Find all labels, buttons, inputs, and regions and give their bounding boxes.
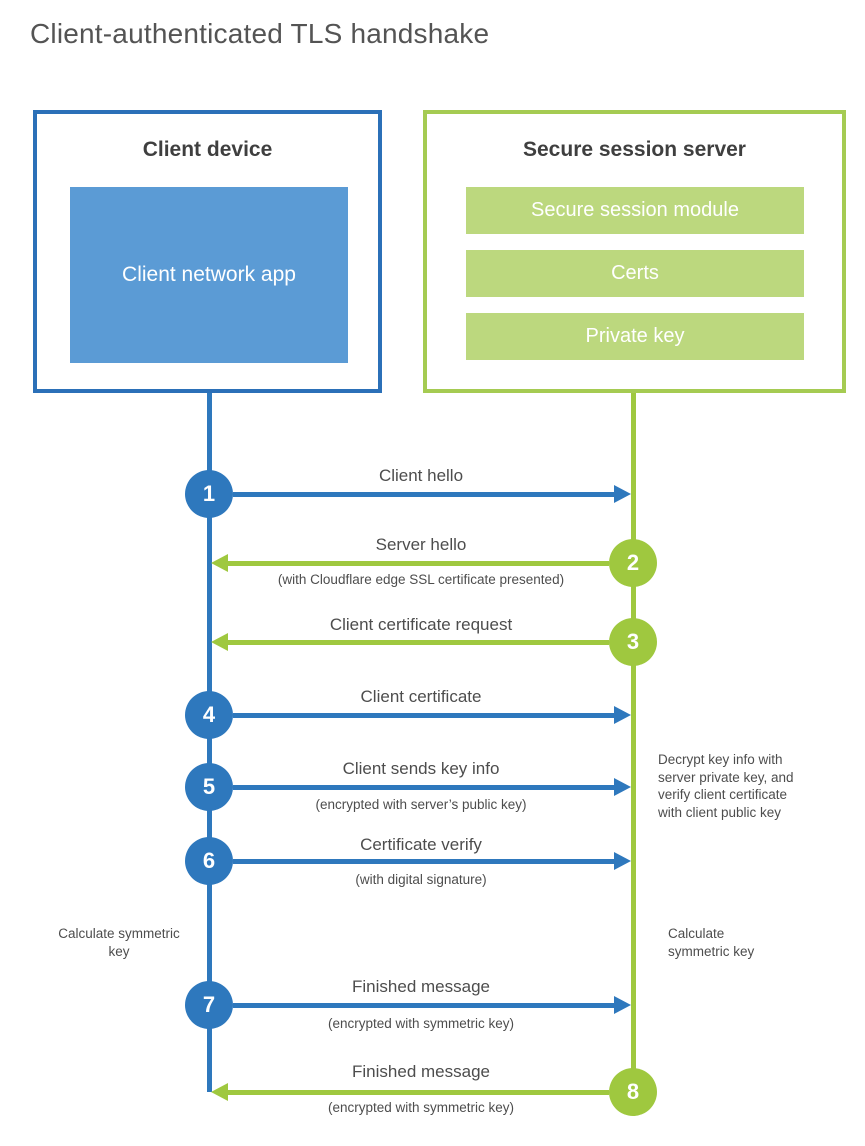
step-3-arrow [227, 640, 609, 645]
step-5-sublabel: (encrypted with server’s public key) [315, 797, 527, 812]
step-6-arrowhead-icon [614, 852, 631, 870]
step-2-badge: 2 [609, 539, 657, 587]
step-5-label: Client sends key info [342, 759, 500, 778]
page-title: Client-authenticated TLS handshake [30, 18, 490, 49]
step-8-arrowhead-icon [211, 1083, 228, 1101]
step-8-label: Finished message [352, 1062, 490, 1081]
note-decrypt-line-4: with client public key [658, 804, 782, 820]
step-2-label: Server hello [375, 535, 467, 554]
client-device-title: Client device [142, 138, 273, 161]
step-3-badge: 3 [609, 618, 657, 666]
step-1-arrowhead-icon [614, 485, 631, 503]
step-7-label: Finished message [352, 977, 490, 996]
step-8-badge: 8 [609, 1068, 657, 1116]
step-5-arrow [233, 785, 614, 790]
secure-session-server-title: Secure session server [523, 138, 746, 161]
step-5-arrowhead-icon [614, 778, 631, 796]
server-module-private-key: Private key [466, 313, 804, 360]
step-6-sublabel: (with digital signature) [355, 872, 487, 887]
server-lifeline [631, 393, 636, 1093]
step-5-badge: 5 [185, 763, 233, 811]
server-module-certs: Certs [466, 250, 804, 297]
server-module-secure-session: Secure session module [466, 187, 804, 234]
step-3-arrowhead-icon [211, 633, 228, 651]
step-7-arrowhead-icon [614, 996, 631, 1014]
note-calculate-symmetric-key-client: Calculate symmetric key [58, 926, 180, 959]
step-1-arrow [233, 492, 614, 497]
step-4-label: Client certificate [360, 687, 482, 706]
step-6-label: Certificate verify [360, 835, 482, 854]
note-decrypt-line-1: Decrypt key info with [658, 752, 783, 767]
step-4-arrow [233, 713, 614, 718]
step-6-badge: 6 [185, 837, 233, 885]
client-lifeline [207, 393, 212, 1092]
client-network-app-box: Client network app [70, 187, 348, 363]
step-4-badge: 4 [185, 691, 233, 739]
step-3-label: Client certificate request [329, 615, 513, 634]
note-decrypt-key-info: Decrypt key info with server private key… [658, 751, 838, 821]
step-7-arrow [233, 1003, 614, 1008]
step-1-badge: 1 [185, 470, 233, 518]
step-6-arrow [233, 859, 614, 864]
step-8-sublabel: (encrypted with symmetric key) [327, 1100, 515, 1115]
step-8-arrow [227, 1090, 609, 1095]
step-7-sublabel: (encrypted with symmetric key) [327, 1016, 515, 1031]
step-1-label: Client hello [378, 466, 464, 485]
step-2-arrow [227, 561, 609, 566]
step-4-arrowhead-icon [614, 706, 631, 724]
step-2-sublabel: (with Cloudflare edge SSL certificate pr… [277, 572, 565, 587]
note-decrypt-line-3: verify client certificate [658, 787, 788, 802]
step-2-arrowhead-icon [211, 554, 228, 572]
note-calculate-symmetric-key-server: Calculate symmetric key [668, 926, 755, 959]
step-7-badge: 7 [185, 981, 233, 1029]
note-decrypt-line-2: server private key, and [658, 769, 794, 785]
